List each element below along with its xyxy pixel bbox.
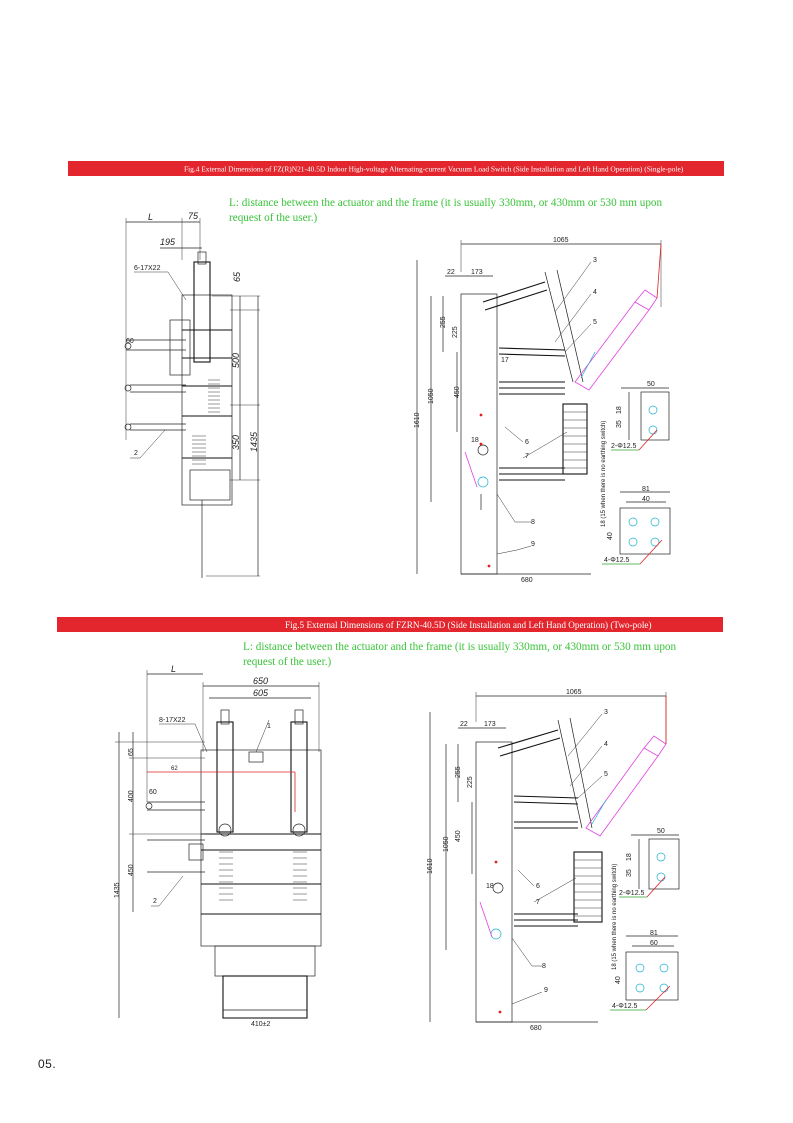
fig5-detA-holes: 2-Φ12.5 — [619, 890, 645, 897]
fig4-detA-35: 35 — [616, 420, 623, 428]
fig4-dim-75: 75 — [188, 211, 199, 221]
fig5-caption-banner: Fig.5 External Dimensions of FZRN-40.5D … — [57, 617, 723, 632]
fig4-dim-60: 60 — [126, 338, 134, 345]
fig5-dim-410: 410±2 — [251, 1021, 271, 1028]
page-number: 05. — [38, 1057, 57, 1071]
fig4-dim-22: 22 — [447, 269, 455, 276]
fig5-dim-173: 173 — [484, 721, 496, 728]
fig4-dim-1435: 1435 — [249, 431, 259, 452]
fig4-detA-18: 18 — [616, 406, 623, 414]
fig5-part-8: 8 — [542, 963, 546, 970]
fig4-L-label: L — [148, 212, 153, 222]
fig5-part-2: 2 — [153, 898, 157, 905]
fig5-detA-35: 35 — [626, 869, 633, 877]
fig5-caption: Fig.5 External Dimensions of FZRN-40.5D … — [285, 619, 652, 630]
fig4-detail-four-holes: 81 40 40 4-Φ12.5 — [602, 486, 671, 565]
fig4-front-view-drawing: 1065 22 173 1610 1050 255 225 450 680 3 — [414, 237, 662, 584]
fig4-side-view-drawing: L 75 195 6-17X22 60 65 500 350 1435 2 — [124, 211, 260, 578]
fig5-part-4: 4 — [604, 741, 608, 748]
fig5-dim-1065: 1065 — [566, 689, 582, 696]
fig5-part-1: 1 — [267, 723, 271, 730]
fig5-dim-1610: 1610 — [427, 858, 434, 874]
fig4-part-6: 6 — [525, 439, 529, 446]
fig4-dim-1065: 1065 — [553, 237, 569, 244]
fig4-dim-680: 680 — [521, 577, 533, 584]
fig5-detail-two-holes: 50 18 35 2-Φ12.5 — [619, 828, 680, 898]
fig5-dim-450: 450 — [455, 830, 462, 842]
fig5-dim-650: 650 — [253, 676, 268, 686]
fig5-part-6: 6 — [536, 883, 540, 890]
fig4-dim-255: 255 — [440, 316, 447, 328]
fig4-dim-500: 500 — [231, 353, 241, 368]
fig4-part-5: 5 — [593, 319, 597, 326]
fig4-part-4: 4 — [593, 289, 597, 296]
fig5-dim-400: 400 — [128, 790, 135, 802]
fig5-side-view-drawing: L 650 605 8-17X22 1 62 60 410±2 — [114, 664, 322, 1028]
fig4-dim-450: 450 — [454, 386, 461, 398]
fig5-part-5: 5 — [604, 771, 608, 778]
fig4-caption-banner: Fig.4 External Dimensions of FZ(R)N21-40… — [68, 161, 724, 176]
fig5-detA-18: 18 — [626, 853, 633, 861]
fig4-side-note: 18 (15 when there is no earthing switch) — [601, 421, 607, 527]
fig4-part-7: 7 — [525, 453, 529, 460]
fig5-dim-60: 60 — [149, 789, 157, 796]
fig4-detB-81: 81 — [642, 486, 650, 493]
fig4-note: L: distance between the actuator and the… — [229, 197, 663, 224]
fig4-detail-two-holes: 50 18 35 2-Φ12.5 — [611, 381, 670, 451]
fig5-part-18: 18 — [486, 883, 494, 890]
fig4-part-8: 8 — [531, 519, 535, 526]
fig4-holes-label: 6-17X22 — [134, 265, 161, 272]
fig4-detA-holes: 2-Φ12.5 — [611, 443, 637, 450]
fig4-caption: Fig.4 External Dimensions of FZ(R)N21-40… — [184, 164, 684, 173]
fig4-detB-40: 40 — [642, 496, 650, 503]
fig4-part-2: 2 — [134, 450, 138, 457]
fig5-dim-255: 255 — [455, 766, 462, 778]
fig5-dim-680: 680 — [530, 1025, 542, 1032]
fig5-detB-81: 81 — [650, 930, 658, 937]
fig4-part-9: 9 — [531, 541, 535, 548]
fig5-L-label: L — [171, 664, 176, 674]
fig5-side-note: 18 (15 when there is no earthing switch) — [612, 864, 618, 970]
fig4-detB-holes: 4-Φ12.5 — [604, 557, 630, 564]
fig5-dim-1435: 1435 — [114, 882, 121, 898]
fig4-dim-225: 225 — [452, 326, 459, 338]
fig5-part-3: 3 — [604, 709, 608, 716]
fig4-part-18: 18 — [471, 437, 479, 444]
fig5-part-7: 7 — [536, 899, 540, 906]
fig5-dim-22: 22 — [460, 721, 468, 728]
fig5-dim-605: 605 — [253, 688, 269, 698]
fig5-part-9: 9 — [544, 987, 548, 994]
fig5-detB-holes: 4-Φ12.5 — [612, 1003, 638, 1010]
fig4-detB-40v: 40 — [607, 532, 614, 540]
fig5-note: L: distance between the actuator and the… — [243, 641, 677, 668]
fig5-holes-label: 8-17X22 — [159, 717, 186, 724]
fig5-detB-40v: 40 — [615, 976, 622, 984]
fig5-dim-1050: 1050 — [443, 836, 450, 852]
fig5-detail-four-holes: 81 60 40 4-Φ12.5 — [610, 930, 679, 1011]
fig4-part-3: 3 — [593, 257, 597, 264]
fig4-dim-1610: 1610 — [414, 412, 421, 428]
fig5-dim-450: 450 — [128, 864, 135, 876]
fig5-detA-50: 50 — [657, 828, 665, 835]
fig5-front-view-drawing: 1065 22 173 1610 1050 255 225 450 680 3 … — [427, 689, 667, 1032]
fig5-dim-62: 62 — [171, 766, 178, 772]
fig4-detA-50: 50 — [647, 381, 655, 388]
fig4-part-17: 17 — [501, 357, 509, 364]
fig5-dim-225: 225 — [467, 776, 474, 788]
fig4-dim-65: 65 — [232, 271, 242, 282]
fig5-detB-60: 60 — [650, 940, 658, 947]
fig4-dim-173: 173 — [471, 269, 483, 276]
fig4-dim-1050: 1050 — [428, 388, 435, 404]
fig4-dim-195: 195 — [160, 237, 176, 247]
fig4-dim-350: 350 — [231, 435, 241, 450]
fig5-dim-65: 65 — [128, 748, 135, 756]
